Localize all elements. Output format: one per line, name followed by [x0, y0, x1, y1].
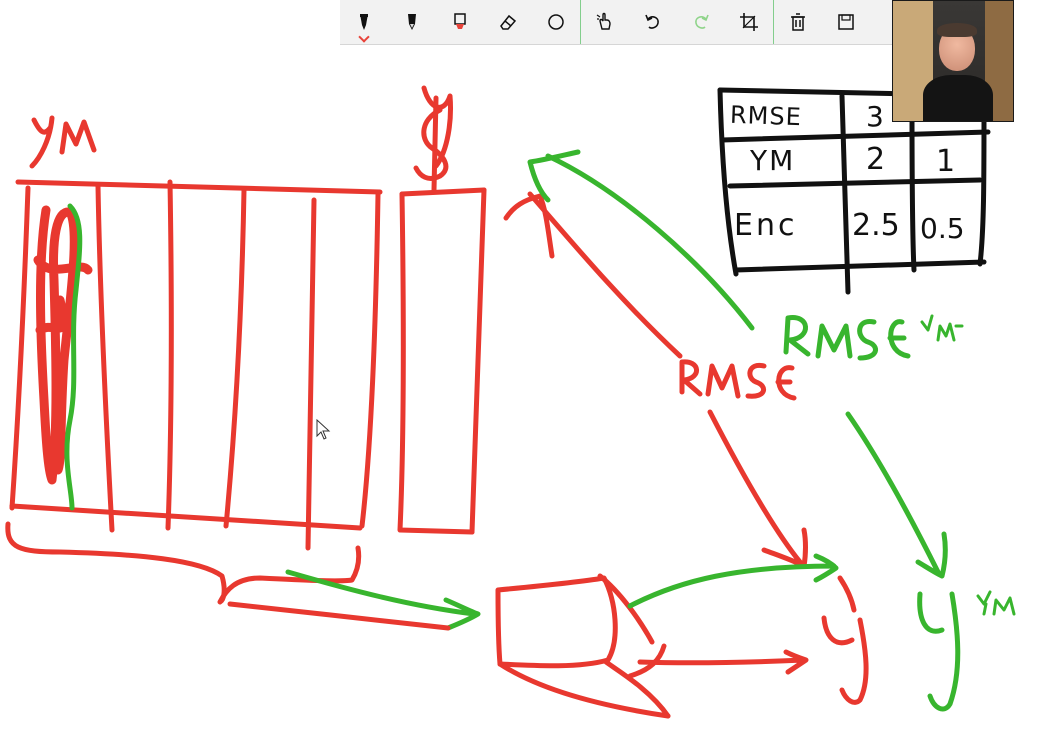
green-arrow-rmse-ym-to-yym — [845, 411, 948, 579]
crop-icon — [740, 13, 758, 31]
green-arrow-data-to-model — [285, 569, 481, 631]
table-cell-r2c1: 2.5 — [852, 208, 900, 243]
red-arrow-rmse-to-yhat — [707, 409, 808, 569]
rmse-ym-handwritten-label — [783, 314, 964, 361]
ym-handwritten-label — [29, 115, 97, 169]
ballpoint-pen-button[interactable] — [340, 0, 388, 44]
pencil-button[interactable] — [388, 0, 436, 44]
table-cell-r2c2: 0.5 — [920, 212, 965, 245]
green-arrow-model-to-yhat — [627, 553, 839, 609]
toolbar-separator — [773, 0, 774, 44]
table-cell-r1c1: 2 — [866, 142, 886, 177]
red-arrow-model-to-yhat — [637, 649, 809, 675]
delete-button[interactable] — [774, 0, 822, 44]
trash-icon — [791, 13, 805, 31]
pencil-icon — [408, 14, 416, 30]
y-hat-handwritten — [821, 575, 869, 705]
webcam-video-overlay — [892, 0, 1014, 122]
y-ym-handwritten — [917, 590, 1016, 712]
green-arrow-rmse-ym-to-y — [527, 149, 755, 331]
redo-icon — [695, 14, 709, 29]
eraser-button[interactable] — [484, 0, 532, 44]
crop-button[interactable] — [725, 0, 773, 44]
active-tool-caret — [358, 31, 370, 43]
redo-button[interactable] — [677, 0, 725, 44]
save-icon — [838, 14, 854, 30]
red-arrow-rmse-to-y — [503, 191, 683, 359]
table-cell-r1c2: 1 — [936, 144, 956, 179]
table-cell-r0c1: 3 — [866, 100, 884, 133]
mouse-cursor-icon — [316, 419, 331, 440]
touch-writing-icon — [596, 12, 611, 30]
save-button[interactable] — [822, 0, 870, 44]
touch-writing-button[interactable] — [581, 0, 629, 44]
ink-toolbar — [340, 0, 892, 45]
y-vector-drawing — [397, 85, 487, 535]
presenter-hair — [937, 23, 977, 37]
ym-matrix-drawing — [5, 179, 383, 605]
red-line-data-to-model — [227, 601, 451, 631]
ballpoint-pen-icon — [360, 14, 368, 30]
green-squiggle-column — [64, 203, 83, 511]
rmse-handwritten-label — [679, 359, 797, 401]
table-cell-r2c0: Enc — [734, 208, 798, 243]
model-box-drawing — [495, 573, 671, 719]
undo-icon — [645, 14, 659, 29]
undo-button[interactable] — [629, 0, 677, 44]
highlighter-button[interactable] — [436, 0, 484, 44]
toolbar-separator — [580, 0, 581, 44]
eraser-icon — [500, 14, 517, 30]
table-cell-r0c0: RMSE — [729, 100, 803, 132]
presenter-body — [923, 75, 993, 121]
table-cell-r1c0: YM — [750, 144, 796, 177]
lasso-button[interactable] — [532, 0, 580, 44]
highlighter-icon — [454, 13, 466, 29]
lasso-icon — [548, 14, 564, 30]
